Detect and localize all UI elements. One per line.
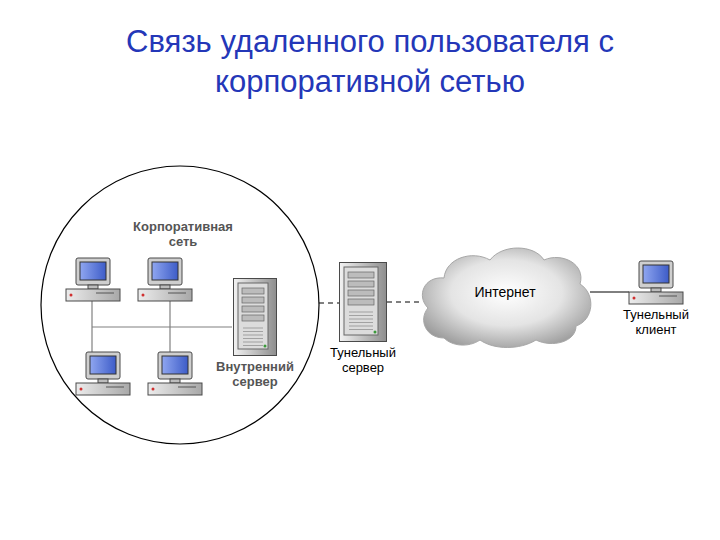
system-unit (138, 289, 192, 301)
drive-slot (168, 293, 186, 294)
vent (243, 338, 263, 339)
monitor-stand (88, 285, 98, 289)
screen (80, 262, 106, 280)
vent (349, 329, 373, 330)
vent (349, 322, 373, 323)
screen (152, 262, 178, 280)
drive-slot (178, 387, 196, 388)
screen (162, 356, 188, 374)
monitor-stand (160, 285, 170, 289)
circle-outline (40, 165, 320, 445)
drive-bay (242, 288, 264, 294)
screen (90, 356, 116, 374)
workstation-icon (629, 261, 683, 304)
vent (349, 312, 373, 313)
drive-slot (659, 296, 677, 297)
power-led (633, 297, 636, 300)
server-icon (233, 278, 277, 356)
workstation (148, 352, 202, 395)
title: Связь удаленного пользователя с корпорат… (50, 22, 690, 102)
workstation (66, 258, 120, 301)
system-unit (629, 292, 683, 304)
system-unit (148, 383, 202, 395)
drive-slot (96, 293, 114, 294)
server-node: Тунельный сервер (318, 262, 408, 378)
cloud-node: Интернет (416, 240, 594, 352)
system-unit (66, 289, 120, 301)
link-line (590, 292, 629, 293)
power-led (264, 345, 267, 348)
front-panel (238, 283, 268, 349)
workstation (76, 352, 130, 395)
monitor (148, 258, 182, 285)
server-node: Внутренний сервер (210, 278, 300, 392)
lan-bus (169, 301, 170, 355)
power-led (70, 294, 73, 297)
drive-bay (242, 297, 264, 303)
vent (243, 331, 263, 332)
vent (349, 326, 373, 327)
drive-bay (348, 299, 374, 305)
node-label: Корпоративная сеть (128, 220, 238, 250)
node-label: Тунельный клиент (610, 308, 702, 338)
monitor-stand (170, 379, 180, 383)
vent (243, 342, 263, 343)
server-icon (339, 262, 387, 342)
pc-node: Тунельный клиент (610, 261, 702, 340)
power-led (80, 388, 83, 391)
drive-bay (348, 290, 374, 296)
dashed-link (319, 303, 339, 304)
circle-node: Корпоративная сетьВнутренний сервер (40, 165, 320, 445)
server-case (340, 263, 387, 342)
drive-bay (348, 281, 374, 287)
monitor (158, 352, 192, 379)
vent (349, 315, 373, 316)
drive-bay (242, 306, 264, 312)
node-label: Внутренний сервер (210, 360, 300, 390)
vent (243, 345, 263, 346)
node-label: Интернет (416, 284, 594, 300)
monitor (86, 352, 120, 379)
drive-slot (106, 387, 124, 388)
system-unit (76, 383, 130, 395)
power-led (374, 331, 377, 334)
front-panel (344, 267, 378, 335)
vent (243, 335, 263, 336)
workstation (138, 258, 192, 301)
monitor (639, 261, 673, 288)
power-led (152, 388, 155, 391)
lan-bus (92, 326, 232, 327)
vent (349, 319, 373, 320)
screen (643, 265, 669, 283)
dashed-link (387, 302, 420, 303)
monitor-stand (651, 288, 661, 292)
drive-bay (348, 272, 374, 278)
circle-border (41, 166, 319, 444)
server-case (234, 279, 277, 356)
monitor-stand (98, 379, 108, 383)
vent (243, 328, 263, 329)
drive-bay (242, 315, 264, 321)
power-led (142, 294, 145, 297)
lan-bus (91, 301, 92, 355)
node-label: Тунельный сервер (318, 346, 408, 376)
monitor (76, 258, 110, 285)
